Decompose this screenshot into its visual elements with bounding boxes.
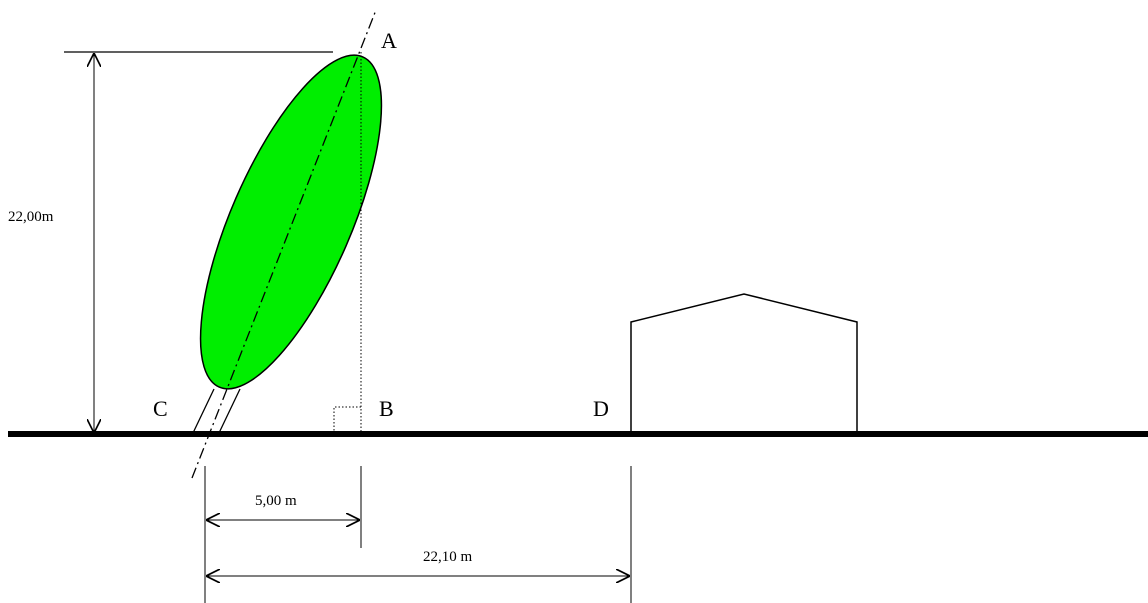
point-label-b: B [379, 396, 394, 421]
point-label-a: A [381, 28, 397, 53]
height-dimension-label: 22,00m [8, 209, 54, 225]
point-label-d: D [593, 396, 609, 421]
cb-dimension-label: 5,00 m [255, 493, 297, 509]
point-label-c: C [153, 396, 168, 421]
tree-crown [199, 54, 383, 390]
right-angle-marker [333, 406, 361, 434]
trunk-left-edge [192, 388, 215, 434]
building [630, 293, 858, 434]
trunk-right-edge [218, 388, 241, 434]
cd-dimension-label: 22,10 m [423, 549, 473, 565]
